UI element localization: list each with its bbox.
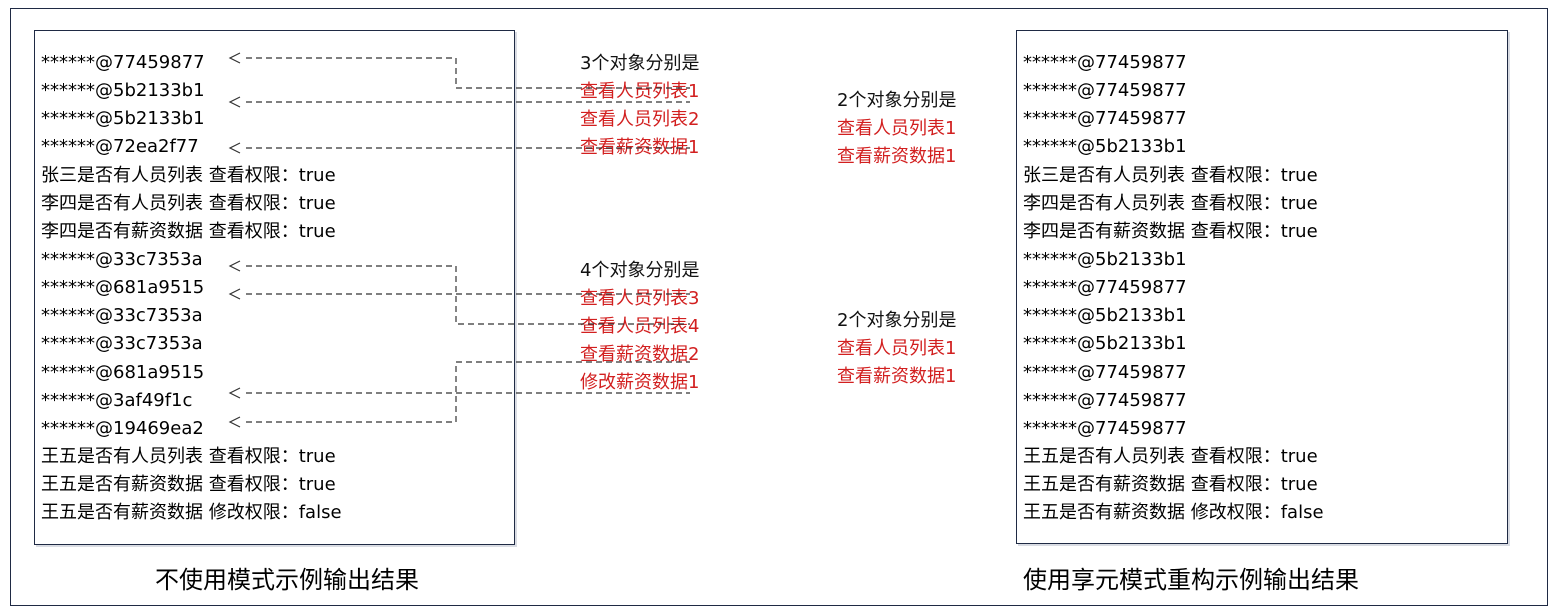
- connector-arrow: [228, 361, 690, 428]
- connector-arrow: [228, 288, 690, 300]
- output-line: ******@77459877: [1023, 277, 1187, 299]
- output-line: ******@77459877: [41, 52, 205, 73]
- output-line: ******@33c7353a: [41, 333, 203, 355]
- output-line: ******@33c7353a: [41, 248, 203, 270]
- output-line: 王五是否有人员列表 查看权限：true: [41, 445, 336, 467]
- annotation-group: 2个对象分别是 查看人员列表1 查看薪资数据1: [837, 87, 956, 171]
- annotation-item: 查看人员列表3: [580, 288, 700, 309]
- annotation-heading: 3个对象分别是: [580, 53, 700, 74]
- annotation-item: 查看薪资数据1: [837, 366, 957, 387]
- annotation-heading: 2个对象分别是: [837, 90, 957, 111]
- connector-arrow: [228, 387, 690, 399]
- right-caption: 使用享元模式重构示例输出结果: [1023, 566, 1359, 594]
- output-line: ******@3af49f1c: [41, 389, 193, 411]
- annotation-item: 查看人员列表4: [580, 316, 700, 337]
- output-line: ******@77459877: [1023, 80, 1187, 102]
- connector-arrow: [228, 96, 690, 108]
- connector-arrow: [228, 52, 690, 89]
- left-caption: 不使用模式示例输出结果: [155, 566, 419, 594]
- output-line: ******@5b2133b1: [1023, 136, 1187, 158]
- right-output-lines: ******@77459877 ******@77459877 ******@7…: [1023, 49, 1324, 527]
- output-line: 王五是否有薪资数据 修改权限：false: [1023, 502, 1324, 524]
- annotation-item: 查看薪资数据2: [580, 344, 700, 365]
- annotation-item: 查看人员列表1: [837, 118, 957, 139]
- output-line: 王五是否有人员列表 查看权限：true: [1023, 445, 1318, 467]
- output-line: 张三是否有人员列表 查看权限：true: [1023, 164, 1318, 186]
- left-output-lines: ******@77459877 ******@5b2133b1 ******@5…: [41, 49, 342, 527]
- output-line: ******@77459877: [1023, 389, 1187, 411]
- output-line: 张三是否有人员列表 查看权限：true: [41, 164, 336, 186]
- output-line: 王五是否有薪资数据 修改权限：false: [41, 502, 342, 524]
- annotation-item: 查看人员列表2: [580, 109, 700, 130]
- annotation-heading: 4个对象分别是: [580, 260, 700, 281]
- output-line: ******@5b2133b1: [41, 108, 205, 130]
- annotation-item: 修改薪资数据1: [580, 372, 700, 393]
- output-line: ******@77459877: [1023, 417, 1187, 439]
- output-line: ******@77459877: [1023, 108, 1187, 130]
- output-line: 李四是否有人员列表 查看权限：true: [41, 192, 336, 214]
- output-line: ******@5b2133b1: [41, 80, 205, 102]
- output-line: ******@5b2133b1: [1023, 333, 1187, 355]
- output-line: ******@33c7353a: [41, 305, 203, 327]
- output-line: ******@681a9515: [41, 361, 205, 383]
- annotation-item: 查看人员列表1: [837, 338, 957, 359]
- output-line: ******@77459877: [1023, 361, 1187, 383]
- output-line: ******@72ea2f77: [41, 136, 199, 158]
- annotation-heading: 2个对象分别是: [837, 310, 957, 331]
- annotation-group: 4个对象分别是 查看人员列表3 查看人员列表4 查看薪资数据2 修改薪资数据1: [580, 257, 699, 397]
- connector-arrow: [228, 142, 690, 154]
- annotation-group: 2个对象分别是 查看人员列表1 查看薪资数据1: [837, 307, 956, 391]
- annotation-item: 查看薪资数据1: [837, 146, 957, 167]
- output-line: 王五是否有薪资数据 查看权限：true: [1023, 474, 1318, 496]
- output-line: ******@5b2133b1: [1023, 305, 1187, 327]
- output-line: ******@77459877: [1023, 52, 1187, 73]
- output-line: ******@5b2133b1: [1023, 248, 1187, 270]
- output-line: 王五是否有薪资数据 查看权限：true: [41, 474, 336, 496]
- output-line: ******@681a9515: [41, 277, 205, 299]
- outer-frame: [10, 8, 1548, 606]
- left-output-panel: ******@77459877 ******@5b2133b1 ******@5…: [34, 30, 515, 545]
- right-output-panel: ******@77459877 ******@77459877 ******@7…: [1016, 30, 1508, 544]
- output-line: 李四是否有人员列表 查看权限：true: [1023, 192, 1318, 214]
- output-line: 李四是否有薪资数据 查看权限：true: [41, 220, 336, 242]
- output-line: 李四是否有薪资数据 查看权限：true: [1023, 220, 1318, 242]
- connector-arrow: [228, 260, 690, 325]
- annotation-item: 查看人员列表1: [580, 81, 700, 102]
- output-line: ******@19469ea2: [41, 417, 204, 439]
